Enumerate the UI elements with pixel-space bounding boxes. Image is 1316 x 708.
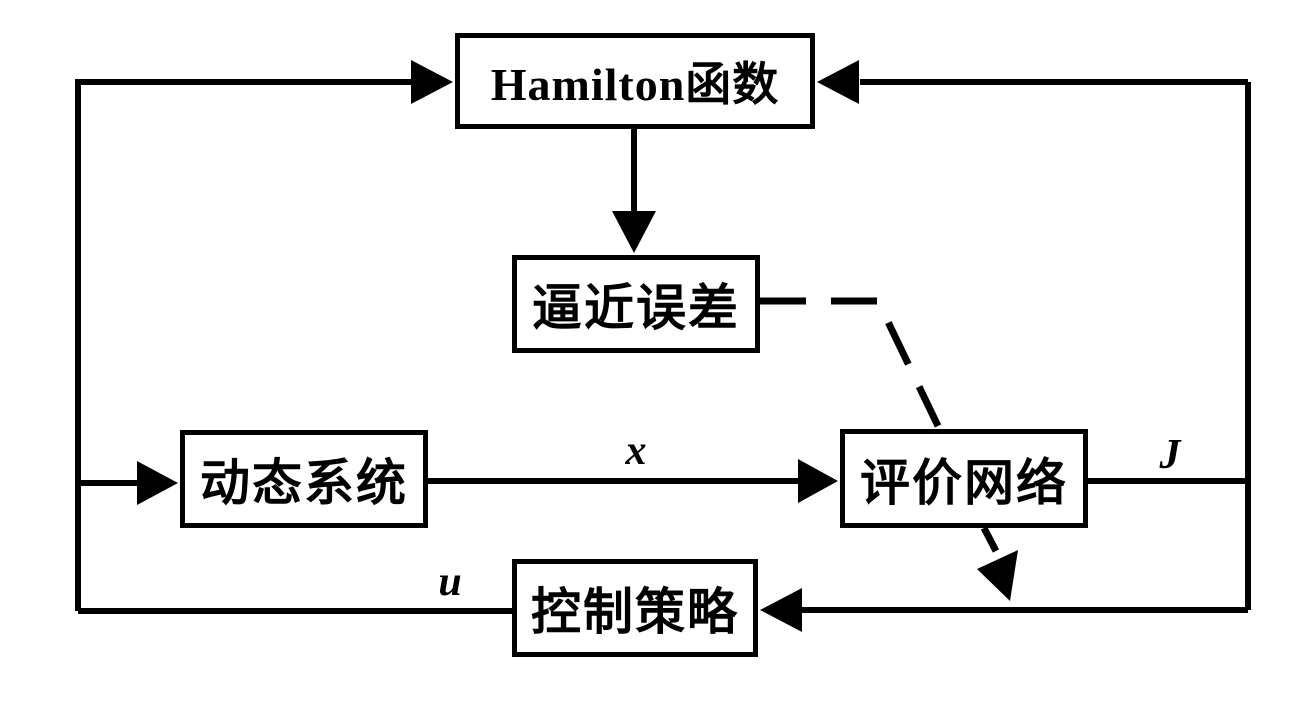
error-to-critic-dashed-line bbox=[760, 297, 942, 428]
node-hamilton-function: Hamilton函数 bbox=[455, 33, 815, 129]
hamilton-right-arrowhead bbox=[817, 60, 859, 104]
node-control-policy: 控制策略 bbox=[512, 559, 758, 657]
node-control-policy-label: 控制策略 bbox=[531, 584, 739, 640]
edge-label-u: u bbox=[438, 559, 462, 605]
control-input-arrowhead bbox=[760, 588, 802, 632]
node-hamilton-label: Hamilton函数 bbox=[490, 59, 780, 110]
edge-label-x: x bbox=[625, 428, 647, 474]
node-critic-network: 评价网络 bbox=[840, 429, 1088, 528]
hamilton-left-arrowhead bbox=[411, 60, 453, 104]
error-input-arrowhead bbox=[612, 211, 656, 253]
node-critic-network-label: 评价网络 bbox=[860, 454, 1068, 511]
critic-to-control-dashed-line bbox=[980, 526, 1000, 553]
edge-label-j: J bbox=[1159, 432, 1181, 478]
node-approximation-error: 逼近误差 bbox=[512, 255, 760, 353]
node-approximation-error-label: 逼近误差 bbox=[532, 280, 740, 336]
dashed-arrowhead bbox=[977, 550, 1018, 601]
critic-input-arrowhead bbox=[798, 459, 838, 503]
node-dynamic-system-label: 动态系统 bbox=[200, 455, 408, 511]
left-feedback-line bbox=[75, 79, 411, 611]
dynamic-system-arrowhead bbox=[137, 461, 178, 505]
node-dynamic-system: 动态系统 bbox=[180, 430, 428, 528]
